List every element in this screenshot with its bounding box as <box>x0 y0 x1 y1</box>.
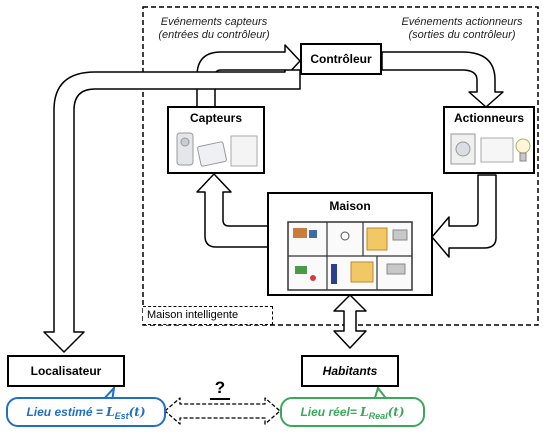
actuator-events-line2: (sorties du contrôleur) <box>408 29 516 41</box>
estimate-prefix: Lieu estimé = <box>26 405 107 419</box>
controller-label: Contrôleur <box>310 52 372 66</box>
real-symbol: L <box>360 405 369 419</box>
estimate-suffix: (t) <box>128 405 146 419</box>
estimated-location-bubble: Lieu estimé = LEst(t) <box>6 397 166 427</box>
sensors-box: Capteurs <box>167 106 265 174</box>
question-mark: ? <box>214 378 226 397</box>
localizer-label: Localisateur <box>30 364 102 378</box>
smart-home-label: Maison intelligente <box>143 306 273 325</box>
actuator-events-note: Evénements actionneurs (sorties du contr… <box>388 16 536 42</box>
sensor-events-line1: Evénements capteurs <box>160 16 268 28</box>
actuators-box: Actionneurs <box>443 106 535 174</box>
arrow-flow-to-localizer <box>43 69 301 353</box>
actuator-events-line1: Evénements actionneurs <box>401 16 523 28</box>
inhabitants-label: Habitants <box>322 364 378 378</box>
real-location-bubble: Lieu réel= LReal(t) <box>280 397 425 427</box>
inhabitants-box: Habitants <box>301 355 399 387</box>
arrow-actuators-to-house <box>431 174 497 258</box>
arrow-house-inhabitants <box>333 294 367 349</box>
real-suffix: (t) <box>387 405 405 419</box>
floor-plan-icon <box>287 221 413 291</box>
estimate-subscript: Est <box>114 411 129 421</box>
sensors-label: Capteurs <box>189 111 242 125</box>
actuator-devices-icon <box>450 133 531 165</box>
sensor-events-line2: (entrées du contrôleur) <box>158 29 270 41</box>
arrow-house-to-sensors <box>196 173 269 248</box>
real-subscript: Real <box>368 411 388 421</box>
real-prefix: Lieu réel= <box>300 405 361 419</box>
house-label: Maison <box>329 199 371 213</box>
house-box: Maison <box>267 192 433 296</box>
arrow-controller-to-actuators <box>381 51 504 108</box>
actuators-label: Actionneurs <box>453 111 524 125</box>
controller-box: Contrôleur <box>300 43 382 75</box>
sensor-events-note: Evénements capteurs (entrées du contrôle… <box>143 16 285 42</box>
estimate-symbol: L <box>106 405 115 419</box>
smart-home-frame <box>142 6 539 326</box>
arrow-estimate-vs-real <box>164 397 281 425</box>
sensor-devices-icon <box>176 132 258 167</box>
localizer-box: Localisateur <box>7 355 125 387</box>
